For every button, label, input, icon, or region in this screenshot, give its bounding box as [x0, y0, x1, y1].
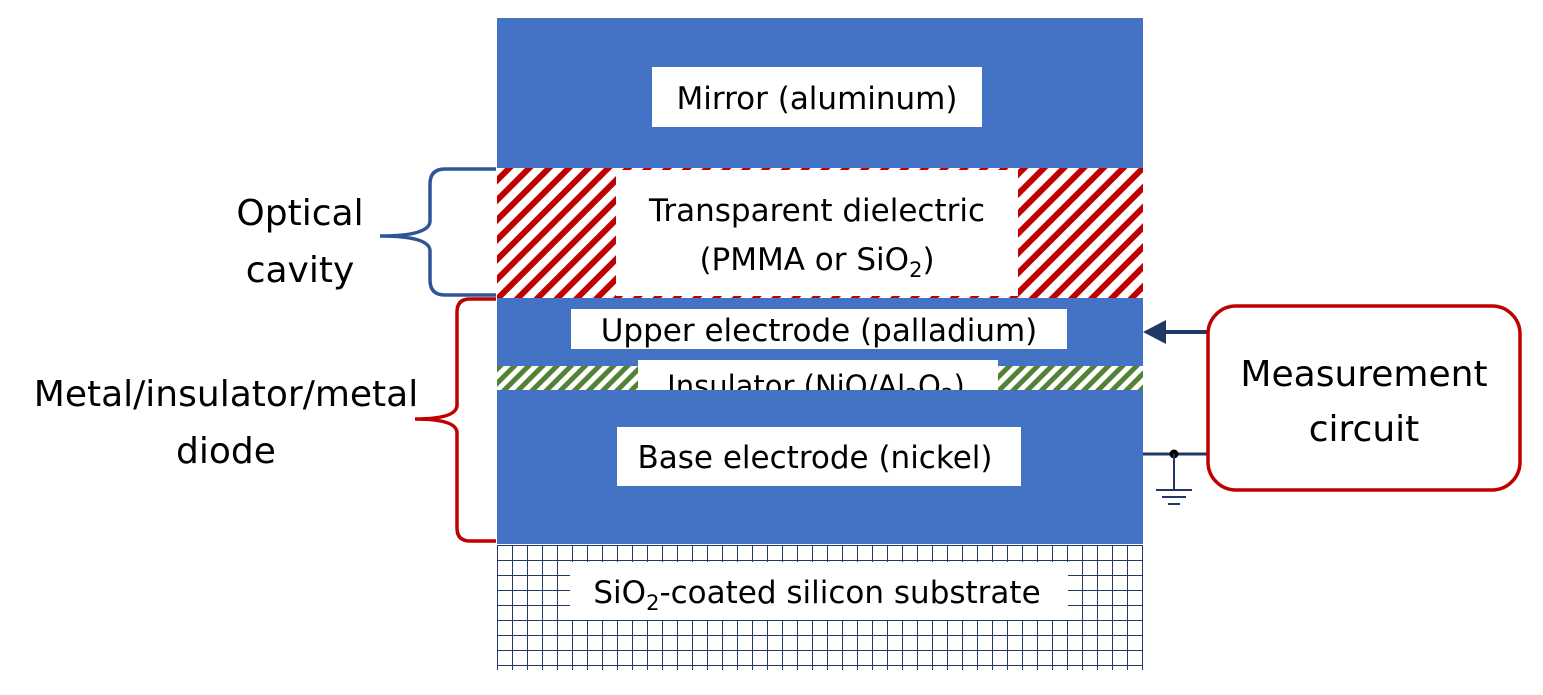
- mirror-label-box: [652, 67, 982, 127]
- arrow-head-icon: [1143, 320, 1166, 344]
- optical-cavity-label-line2: cavity: [246, 250, 355, 291]
- mirror-label: Mirror (aluminum): [677, 81, 958, 117]
- base-electrode-label-box: [617, 427, 1021, 486]
- dielectric-label-line1: Transparent dielectric: [648, 193, 985, 229]
- upper-electrode-label: Upper electrode (palladium): [601, 313, 1038, 349]
- substrate-label: SiO2-coated silicon substrate: [593, 575, 1040, 615]
- mim-diode-label-line1: Metal/insulator/metal: [34, 374, 418, 415]
- dielectric-label-line2: (PMMA or SiO2): [699, 242, 934, 282]
- ground-icon: [1156, 454, 1192, 505]
- measurement-circuit-label-line2: circuit: [1309, 409, 1420, 450]
- measurement-circuit-label-line1: Measurement: [1240, 354, 1487, 395]
- mim-diode-brace: [414, 297, 496, 543]
- base-electrode-label: Base electrode (nickel): [638, 440, 993, 476]
- substrate-label-box: [570, 562, 1068, 620]
- upper-electrode-label-box: [571, 309, 1067, 349]
- optical-cavity-label-line1: Optical: [236, 193, 363, 234]
- dielectric-label-box: [616, 170, 1018, 296]
- measurement-circuit-box: [1206, 304, 1522, 492]
- optical-cavity-brace: [379, 167, 496, 297]
- mim-diode-label-line2: diode: [176, 431, 276, 472]
